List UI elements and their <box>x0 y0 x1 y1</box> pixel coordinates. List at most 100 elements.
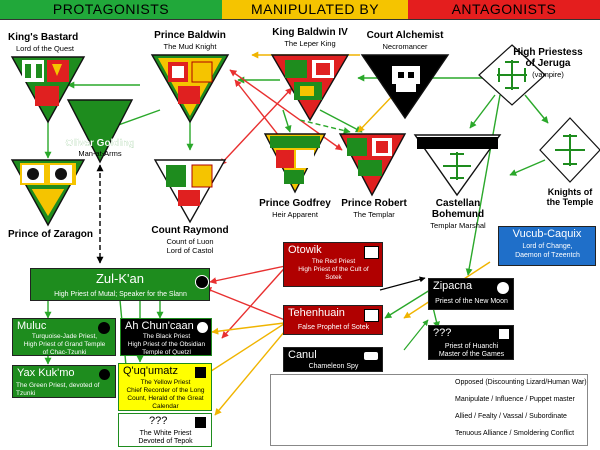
kings-bastard-name: King's Bastard <box>8 32 78 43</box>
arrow-manipulate <box>204 319 291 376</box>
arrow-allied <box>282 109 292 133</box>
prince-godfrey-name: Prince Godfrey <box>259 198 331 209</box>
box-muluc: Muluc Turquoise-Jade Priest, High Priest… <box>12 318 116 356</box>
vucub-name: Vucub-Caquix <box>512 228 582 240</box>
glyph-icon <box>197 322 208 333</box>
shield-oliver-golding <box>66 99 134 164</box>
prince-baldwin-title: The Mud Knight <box>164 42 218 51</box>
arrow-opposed <box>209 264 291 285</box>
knights-temple-name-2: the Temple <box>547 197 594 207</box>
shield-castellan <box>413 134 502 197</box>
shield-prince-zaragon <box>10 159 86 227</box>
arrow-allied <box>384 289 431 319</box>
box-unknown-white: ??? The White Priest Devoted of Tepok <box>118 413 212 447</box>
legend-row-manipulate: Manipulate / Influence / Puppet master <box>271 393 589 411</box>
huanchi-name: ??? <box>433 327 452 339</box>
castellan-title: Templar Marshal <box>430 221 486 230</box>
shield-knights-temple <box>539 117 600 183</box>
shield-kings-bastard <box>10 56 86 124</box>
shield-high-priestess <box>478 44 546 106</box>
zipacna-name: Zipacna <box>433 280 473 292</box>
character-labels: King's Bastard Lord of the Quest Prince … <box>8 27 593 255</box>
glyph-icon <box>195 275 209 289</box>
king-baldwin-title: The Leper King <box>284 39 335 48</box>
high-priestess-name-line: High Priestess <box>513 47 583 58</box>
arrow-allied <box>524 94 549 124</box>
tehenhuain-sub: False Prophet of Sotek <box>297 324 370 331</box>
oliver-golding-name: Oliver Golding <box>66 138 135 149</box>
box-canul: Canul Chameleon Spy <box>283 347 383 372</box>
shield-court-alchemist <box>360 54 450 120</box>
shield-prince-robert <box>338 133 407 197</box>
glyph-icon <box>98 322 110 334</box>
ququmatz-name: Q'uq'umatz <box>123 365 178 377</box>
court-alchemist-title: Necromancer <box>382 42 428 51</box>
arrow-opposed <box>221 261 291 339</box>
kings-bastard-title: Lord of the Quest <box>16 44 75 53</box>
header-manipulated-by: MANIPULATED BY <box>222 0 408 20</box>
count-raymond-title-1: Count of Luon <box>166 237 213 246</box>
ahchun-name: Ah Chun'caan <box>125 320 194 332</box>
shield-prince-baldwin <box>150 54 230 124</box>
shield-king-baldwin <box>270 54 350 122</box>
zulkan-name: Zul-K'an <box>95 271 144 286</box>
legend-text-tenuous: Tenuous Alliance / Smoldering Conflict <box>455 430 575 437</box>
muluc-name: Muluc <box>17 320 47 332</box>
skull-icon <box>392 66 420 92</box>
castellan-name-2: Bohemund <box>432 209 484 220</box>
high-priestess-title: (vampire) <box>532 70 564 79</box>
box-vucub-caquix: Vucub-Caquix Lord of Change, Daemon of T… <box>498 226 596 266</box>
legend-row-opposed: Opposed (Discounting Lizard/Human War) <box>271 376 589 394</box>
glyph-icon <box>497 282 509 294</box>
prince-robert-title: The Templar <box>353 210 395 219</box>
yaxkukmo-sub: The Green Priest, devoted of Tzunki <box>16 382 100 397</box>
chameleon-icon <box>364 352 378 360</box>
zipacna-sub: Priest of the New Moon <box>435 298 508 305</box>
zulkan-sub: High Priest of Mutal; Speaker for the Sl… <box>54 291 187 298</box>
box-yax-kukmo: Yax Kuk'mo The Green Priest, devoted of … <box>12 365 116 398</box>
cross-icon <box>497 60 527 90</box>
castellan-name-1: Castellan <box>436 198 480 209</box>
canul-sub: Chameleon Spy <box>308 363 359 370</box>
arrow-tenuous <box>299 119 351 134</box>
arrow-allied <box>465 94 501 276</box>
high-priestess-name-line: of Jeruga <box>525 58 570 69</box>
arrow-tenuous <box>403 319 429 351</box>
court-alchemist-name: Court Alchemist <box>367 30 445 41</box>
legend-text-manipulate: Manipulate / Influence / Puppet master <box>455 396 575 403</box>
white-priest-name: ??? <box>149 415 168 427</box>
yaxkukmo-name: Yax Kuk'mo <box>17 367 75 379</box>
header-protagonists: PROTAGONISTS <box>0 0 222 20</box>
prince-baldwin-name: Prince Baldwin <box>154 30 226 41</box>
glyph-icon <box>499 329 509 339</box>
count-raymond-title-2: Lord of Castol <box>167 246 214 255</box>
legend: Opposed (Discounting Lizard/Human War) M… <box>270 374 588 446</box>
glyph-icon <box>195 367 206 378</box>
arrow-tenuous <box>379 276 426 291</box>
shield-prince-godfrey <box>263 133 327 194</box>
king-baldwin-name: King Baldwin IV <box>272 27 348 38</box>
arrow-allied <box>469 94 496 129</box>
box-unknown-huanchi: ??? Priest of Huanchi Master of the Game… <box>428 325 514 360</box>
legend-text-allied: Allied / Fealty / Vassal / Subordinate <box>455 413 567 420</box>
count-raymond-name: Count Raymond <box>151 225 228 236</box>
box-zipacna: Zipacna Priest of the New Moon <box>428 278 514 310</box>
huanchi-sub: Priest of Huanchi Master of the Games <box>438 343 505 358</box>
knights-temple-name-1: Knights of <box>548 187 593 197</box>
box-ah-chuncaan: Ah Chun'caan The Black Priest High Pries… <box>120 318 212 356</box>
ququmatz-sub: The Yellow Priest Chief Recorder of the … <box>126 379 205 410</box>
arrow-manipulate <box>214 324 291 416</box>
legend-row-tenuous: Tenuous Alliance / Smoldering Conflict <box>271 427 589 445</box>
tehenhuain-name: Tehenhuain <box>288 307 345 319</box>
box-ququmatz: Q'uq'umatz The Yellow Priest Chief Recor… <box>118 363 212 411</box>
arrow-allied <box>509 159 546 176</box>
ahchun-sub: The Black Priest High Priest of the Obsi… <box>127 333 206 356</box>
prince-zaragon-name: Prince of Zaragon <box>8 229 93 240</box>
legend-text-opposed: Opposed (Discounting Lizard/Human War) <box>455 379 587 386</box>
arrow-opposed <box>204 287 286 321</box>
arrow-manipulate <box>211 321 293 335</box>
box-otowik: Otowik The Red Priest High Priest of the… <box>283 242 383 287</box>
